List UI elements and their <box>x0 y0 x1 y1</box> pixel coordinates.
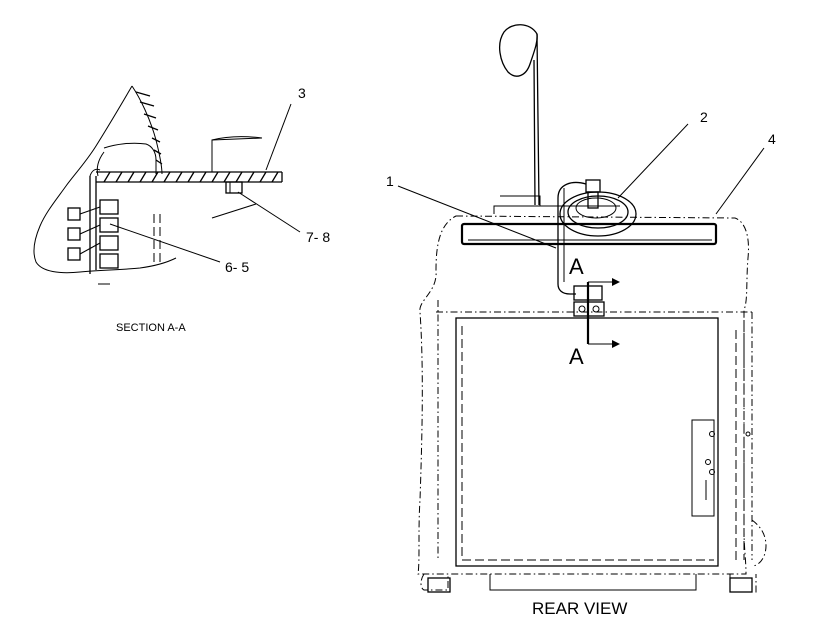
section-a-a-detail: 3 7- 8 6- 5 SECTION A-A <box>33 85 330 334</box>
lever-knob <box>498 24 538 77</box>
section-fender-hatch <box>135 91 163 165</box>
rear-view: A A 1 2 4 REAR VIEW <box>386 24 776 618</box>
leader-1 <box>397 185 557 249</box>
hose-line <box>557 181 587 295</box>
leader-3 <box>265 103 292 171</box>
callout-1: 1 <box>386 173 394 189</box>
leader-2 <box>617 123 689 199</box>
section-fastener-stack <box>67 199 119 269</box>
section-spacer-block <box>225 181 243 194</box>
section-mark-upper: A <box>569 254 584 279</box>
callout-4: 4 <box>768 131 776 147</box>
callout-3: 3 <box>298 85 306 101</box>
rear-dome-assembly <box>559 179 637 237</box>
section-breakout-outline <box>33 85 177 274</box>
section-cut-line <box>586 278 620 348</box>
lever-rod <box>533 33 540 206</box>
door-latch-plate <box>691 419 715 517</box>
callout-2: 2 <box>700 109 708 125</box>
section-bracket <box>89 176 97 274</box>
rear-view-caption: REAR VIEW <box>532 599 627 618</box>
cab-door-panel <box>455 317 719 567</box>
callout-6-5: 6- 5 <box>225 259 249 275</box>
section-box <box>211 137 263 172</box>
cab-top-bar <box>460 222 718 246</box>
leader-6-5 <box>109 223 221 263</box>
leader-7-8 <box>237 191 301 233</box>
cab-bottom-step <box>489 574 697 591</box>
cab-shell-outline <box>417 215 749 575</box>
leader-4 <box>715 147 765 215</box>
callout-7-8: 7- 8 <box>306 229 330 245</box>
section-caption: SECTION A-A <box>116 322 186 334</box>
section-mark-lower: A <box>569 344 584 369</box>
